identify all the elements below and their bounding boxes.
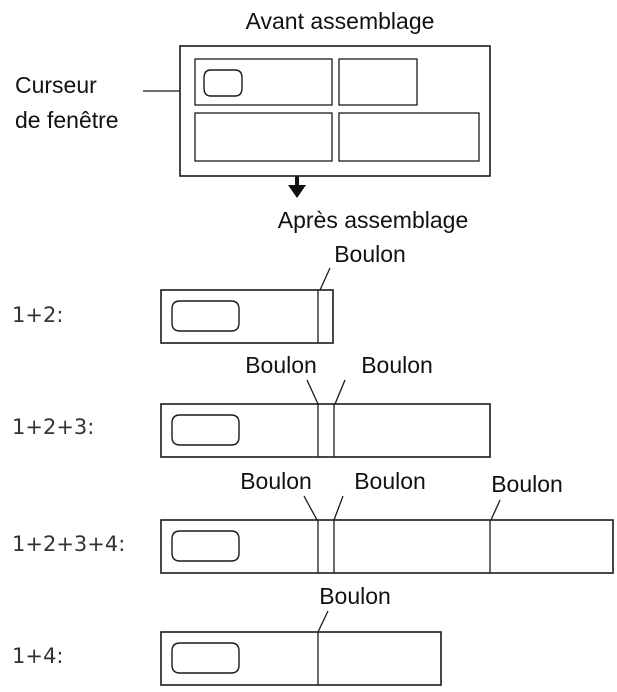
bolt-leader <box>317 610 329 633</box>
bolt-label: Boulon <box>334 241 406 267</box>
bolt-leader <box>334 379 346 405</box>
down-arrow-icon <box>288 176 306 198</box>
bolt-label: Boulon <box>240 468 312 494</box>
combo-label-3: 1+2+3+4: <box>12 532 125 556</box>
combo-label-1: 1+2: <box>12 303 63 327</box>
outer-frame <box>179 45 491 177</box>
combo-label-2: 1+2+3: <box>12 415 94 439</box>
bolt-label: Boulon <box>354 468 426 494</box>
bolt-leader <box>306 379 319 405</box>
bolt-label: Boulon <box>491 471 563 497</box>
after-title: Après assemblage <box>278 207 469 233</box>
assembly-row-1 <box>160 289 334 344</box>
before-title: Avant assemblage <box>246 8 435 34</box>
cursor-label-line1: Curseur <box>15 72 97 98</box>
assembly-row-3 <box>160 519 614 574</box>
assembly-frame <box>160 289 334 344</box>
bolt-leader <box>490 499 501 521</box>
assembly-row-2 <box>160 403 491 458</box>
cursor-knob-icon <box>171 530 240 562</box>
before-panel <box>179 45 491 177</box>
bolt-label: Boulon <box>361 352 433 378</box>
bolt-label: Boulon <box>319 583 391 609</box>
assembly-row-4 <box>160 631 442 686</box>
panel-3 <box>194 112 333 162</box>
bolt-leader <box>333 495 344 521</box>
bolt-leader <box>319 267 331 291</box>
assembly-frame <box>160 403 491 458</box>
bolt-label: Boulon <box>245 352 317 378</box>
assembly-frame <box>160 519 614 574</box>
cursor-knob-icon <box>203 69 243 97</box>
cursor-knob-icon <box>171 300 240 332</box>
cursor-label-line2: de fenêtre <box>15 107 119 133</box>
bolt-leader <box>303 495 318 521</box>
panel-1 <box>194 58 333 106</box>
panel-2 <box>338 58 418 106</box>
assembly-frame <box>160 631 442 686</box>
cursor-knob-icon <box>171 414 240 446</box>
cursor-knob-icon <box>171 642 240 674</box>
panel-4 <box>338 112 480 162</box>
combo-label-4: 1+4: <box>12 644 63 668</box>
